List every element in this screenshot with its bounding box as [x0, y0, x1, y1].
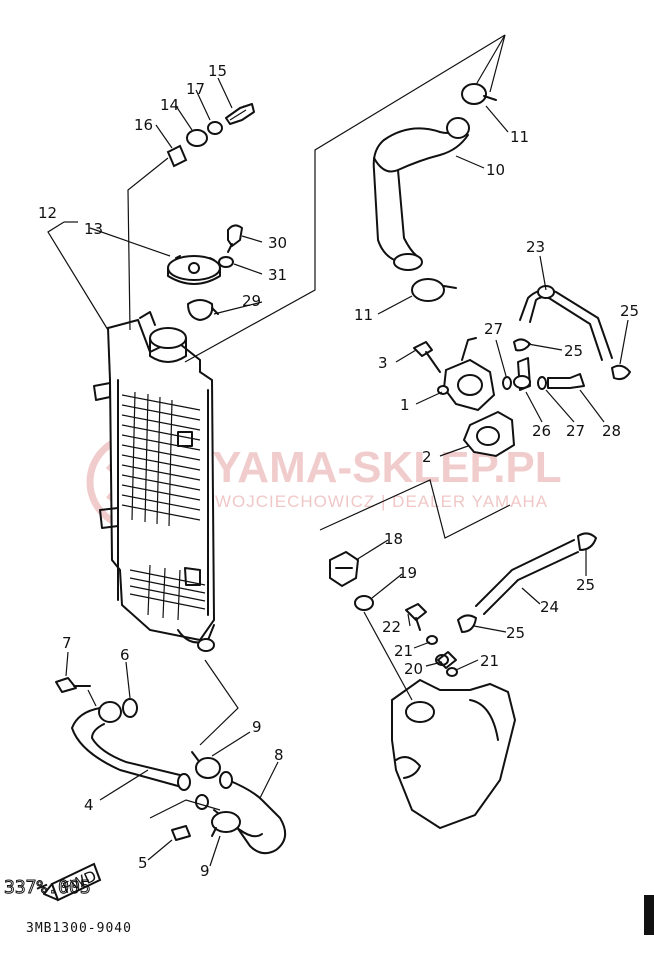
o-ring-6	[122, 698, 138, 718]
callout-21-b: 21	[480, 652, 499, 670]
bolt-5	[171, 825, 191, 841]
pointer-4-lower	[149, 799, 221, 819]
clamp-25-c	[577, 532, 597, 551]
callout-1: 1	[400, 396, 410, 414]
callout-29: 29	[242, 292, 261, 310]
hose-8	[213, 771, 287, 855]
bottom-garble: 337%.005	[4, 877, 91, 898]
callout-2: 2	[422, 448, 432, 466]
washer-27-b	[537, 376, 547, 390]
hose-10	[372, 117, 470, 271]
watermark-subline: WOJCIECHOWICZ | DEALER YAMAHA	[215, 492, 548, 511]
bolt-3	[413, 341, 441, 373]
pump-cover-1	[437, 337, 496, 412]
hose-23	[519, 285, 613, 361]
bolt-7	[55, 677, 91, 693]
callout-11-lower: 11	[354, 306, 373, 324]
clamp-25-d	[457, 614, 477, 633]
callout-numbers: 12 13 16 14 17 15 30 31 29 10 11 11 3 1 …	[38, 62, 639, 880]
callout-19: 19	[398, 564, 417, 582]
callout-5: 5	[138, 854, 148, 872]
callout-20: 20	[404, 660, 423, 678]
radiator	[93, 311, 216, 652]
callout-25-b: 25	[564, 342, 583, 360]
bolt-30	[227, 224, 243, 253]
callout-7: 7	[62, 634, 72, 652]
callout-27-a: 27	[484, 320, 503, 338]
clamp-11-upper	[461, 83, 497, 105]
fitting-20	[437, 651, 457, 669]
callout-leaders	[65, 77, 629, 867]
pump-housing	[391, 654, 517, 830]
bolt-22	[405, 603, 427, 631]
bolt-28	[547, 373, 585, 389]
callout-16: 16	[134, 116, 153, 134]
callout-23: 23	[526, 238, 545, 256]
callout-24: 24	[540, 598, 559, 616]
fitting-small	[195, 794, 209, 810]
clamp-29	[187, 299, 219, 321]
callout-12: 12	[38, 204, 57, 222]
edge-mark	[644, 895, 654, 935]
callout-25-d: 25	[506, 624, 525, 642]
callout-4: 4	[84, 796, 94, 814]
callout-15: 15	[208, 62, 227, 80]
callout-3: 3	[378, 354, 388, 372]
clamp-25-a	[611, 364, 631, 381]
pointer-7	[87, 689, 97, 707]
callout-21-a: 21	[394, 642, 413, 660]
o-ring-19	[354, 595, 374, 611]
callout-6: 6	[120, 646, 130, 664]
callout-25-a: 25	[620, 302, 639, 320]
callout-25-c: 25	[576, 576, 595, 594]
callout-10: 10	[486, 161, 505, 179]
callout-11-upper: 11	[510, 128, 529, 146]
hose-4	[71, 701, 191, 791]
washer-31	[218, 256, 234, 268]
callout-9-upper: 9	[252, 718, 262, 736]
washer-27-a	[502, 376, 512, 390]
callout-26: 26	[532, 422, 551, 440]
clamp-11-lower	[411, 278, 457, 302]
callout-28: 28	[602, 422, 621, 440]
callout-18: 18	[384, 530, 403, 548]
small-parts-14-17	[166, 103, 255, 168]
callout-30: 30	[268, 234, 287, 252]
clamp-25-b	[513, 338, 531, 352]
watermark-brand: YAMA-SKLEP.PL	[212, 443, 562, 492]
washer-21-a	[426, 635, 438, 645]
reference-lines	[47, 34, 511, 746]
clamp-9-upper	[191, 751, 221, 779]
hose-24	[475, 539, 579, 615]
clamp-9-lower	[211, 811, 241, 837]
pointer-19	[363, 611, 413, 701]
callout-22: 22	[382, 618, 401, 636]
callout-31: 31	[268, 266, 287, 284]
callout-14: 14	[160, 96, 179, 114]
callout-27-b: 27	[566, 422, 585, 440]
callout-9-lower: 9	[200, 862, 210, 880]
fitting-18	[329, 550, 360, 588]
washer-21-b	[446, 667, 458, 677]
document-code: 3MB1300-9040	[26, 921, 132, 936]
radiator-cap	[167, 255, 221, 285]
gasket-2	[462, 410, 516, 458]
callout-17: 17	[186, 80, 205, 98]
callout-13: 13	[84, 220, 103, 238]
callout-8: 8	[274, 746, 284, 764]
union-bolt-26	[513, 357, 531, 391]
